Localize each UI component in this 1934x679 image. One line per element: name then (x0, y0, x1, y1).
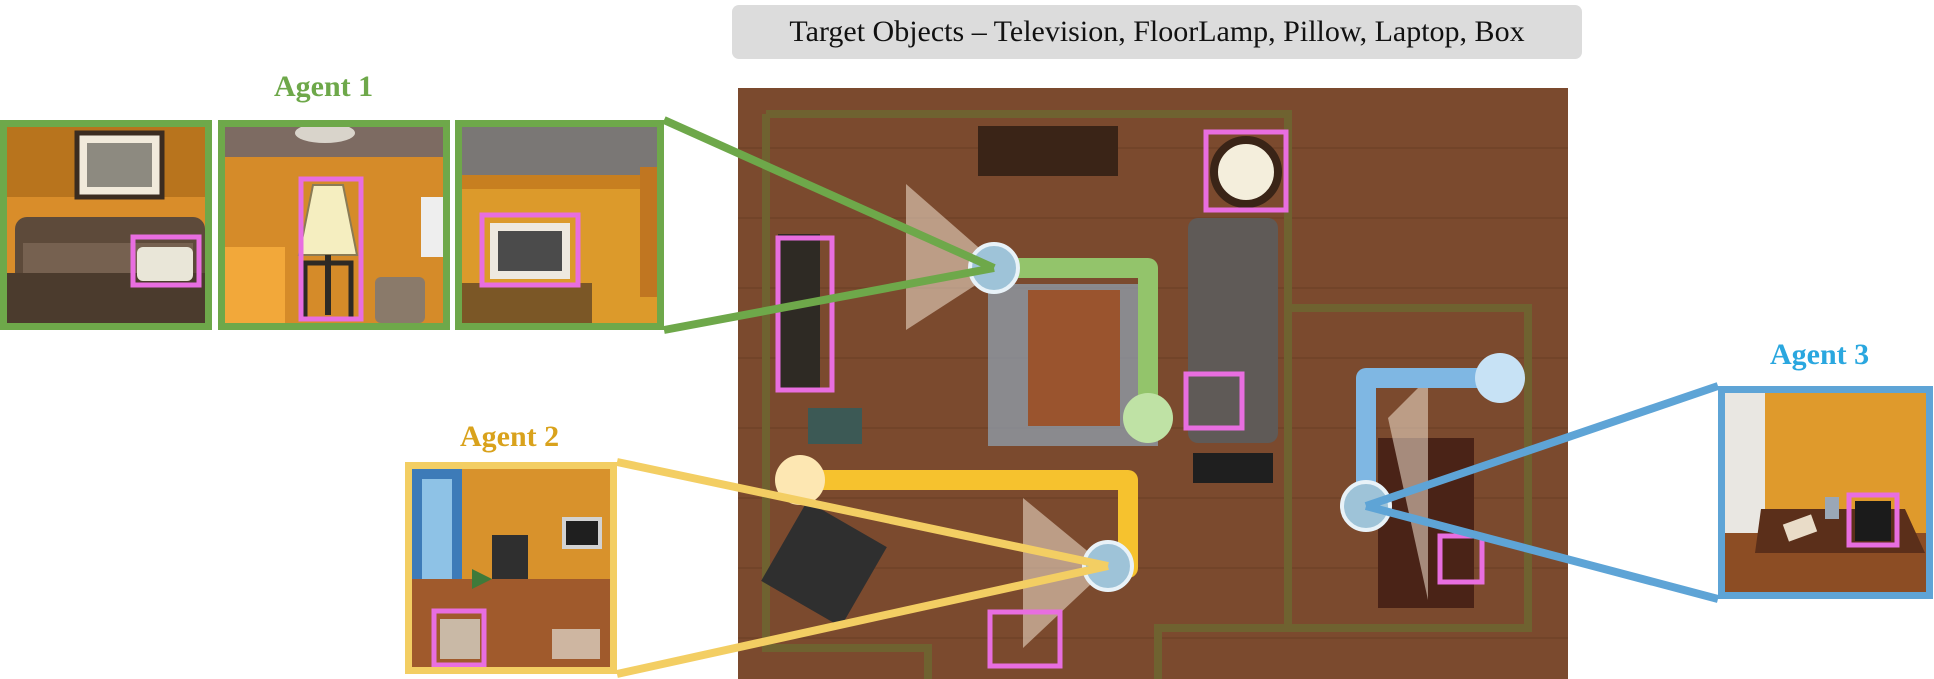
agent-3-start-marker (1475, 353, 1525, 403)
top-down-map (738, 88, 1568, 679)
tv-screen (498, 231, 562, 271)
target-objects-banner: Target Objects – Television, FloorLamp, … (732, 5, 1582, 59)
agent-3-label: Agent 3 (1770, 338, 1869, 372)
agent-3-marker (1342, 482, 1390, 530)
agent-1-view-sofa (0, 120, 212, 330)
agent-1-view-floor-lamp (218, 120, 450, 330)
agent-1-label: Agent 1 (274, 70, 373, 104)
pillow-shape (137, 247, 193, 281)
agent-2-label: Agent 2 (460, 420, 559, 454)
agent-2-start-marker (775, 455, 825, 505)
agent-2-view (405, 462, 617, 674)
agent-1-marker (970, 244, 1018, 292)
target-objects-title: Target Objects – Television, FloorLamp, … (789, 15, 1524, 49)
agent-3-view (1718, 386, 1933, 599)
agent-1-start-marker (1123, 393, 1173, 443)
agent-2-marker (1084, 542, 1132, 590)
agent-1-view-television (455, 120, 664, 330)
